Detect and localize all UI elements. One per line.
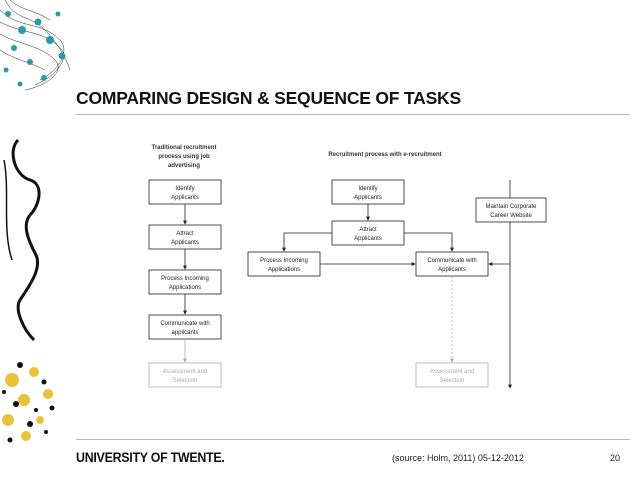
svg-text:applicants: applicants — [171, 330, 198, 336]
title-divider — [76, 114, 630, 115]
svg-text:Attract: Attract — [176, 231, 194, 237]
traditional-heading: Traditional recruitment process using jo… — [151, 145, 216, 169]
svg-text:Applications: Applications — [268, 267, 300, 273]
connector — [282, 232, 332, 252]
erecruit-step-assessment: Assessment and Selection — [415, 362, 489, 388]
traditional-step-assessment: Assessment and Selection — [148, 362, 222, 388]
erecruit-step-maintain-website: Maintain Corporate Career Website — [475, 197, 547, 223]
svg-text:Process Incoming: Process Incoming — [260, 258, 308, 264]
svg-text:process using job: process using job — [158, 154, 210, 160]
svg-text:Identify: Identify — [175, 186, 194, 192]
svg-text:Applicants: Applicants — [438, 267, 466, 273]
decorative-artwork — [0, 0, 71, 443]
svg-text:Traditional recruitment: Traditional recruitment — [151, 145, 216, 151]
erecruit-step-communicate: Communicate with Applicants — [415, 251, 489, 277]
connector — [404, 232, 454, 252]
svg-text:Assessment and: Assessment and — [163, 369, 207, 375]
svg-text:Attract: Attract — [359, 227, 377, 233]
svg-text:Applicants: Applicants — [171, 195, 199, 201]
svg-text:Assessment and: Assessment and — [430, 369, 474, 375]
svg-text:Communicate with: Communicate with — [427, 258, 476, 264]
svg-text:advertising: advertising — [168, 163, 200, 169]
svg-text:Career Website: Career Website — [490, 213, 532, 219]
teal-dots — [3, 11, 66, 87]
svg-text:Applicants: Applicants — [354, 195, 382, 201]
traditional-step-identify: Identify Applicants — [148, 179, 222, 205]
yellow-dots — [2, 367, 53, 441]
svg-text:Process Incoming: Process Incoming — [161, 276, 209, 282]
svg-text:Communicate with: Communicate with — [160, 321, 209, 327]
erecruit-step-attract: Attract Applicants — [331, 220, 405, 246]
svg-text:Applicants: Applicants — [171, 240, 199, 246]
svg-text:Maintain Corporate: Maintain Corporate — [485, 204, 537, 210]
traditional-step-communicate: Communicate with applicants — [148, 314, 222, 340]
svg-text:Selection: Selection — [173, 378, 198, 384]
traditional-step-attract: Attract Applicants — [148, 224, 222, 250]
university-logo-text: UNIVERSITY OF TWENTE. — [76, 450, 225, 465]
svg-text:Identify: Identify — [358, 186, 377, 192]
footer-divider — [76, 439, 630, 440]
svg-text:Applications: Applications — [169, 285, 201, 291]
erecruit-step-identify: Identify Applicants — [331, 179, 405, 205]
svg-text:Selection: Selection — [440, 378, 465, 384]
traditional-step-process: Process Incoming Applications — [148, 269, 222, 295]
erecruit-step-process: Process Incoming Applications — [247, 251, 321, 277]
page-number: 20 — [610, 453, 621, 463]
svg-text:Applicants: Applicants — [354, 236, 382, 242]
erecruitment-heading: Recruitment process with e-recruitment — [328, 152, 441, 158]
slide-title: COMPARING DESIGN & SEQUENCE OF TASKS — [76, 88, 461, 108]
source-citation: (source: Holm, 2011) 05-12-2012 — [392, 453, 524, 463]
